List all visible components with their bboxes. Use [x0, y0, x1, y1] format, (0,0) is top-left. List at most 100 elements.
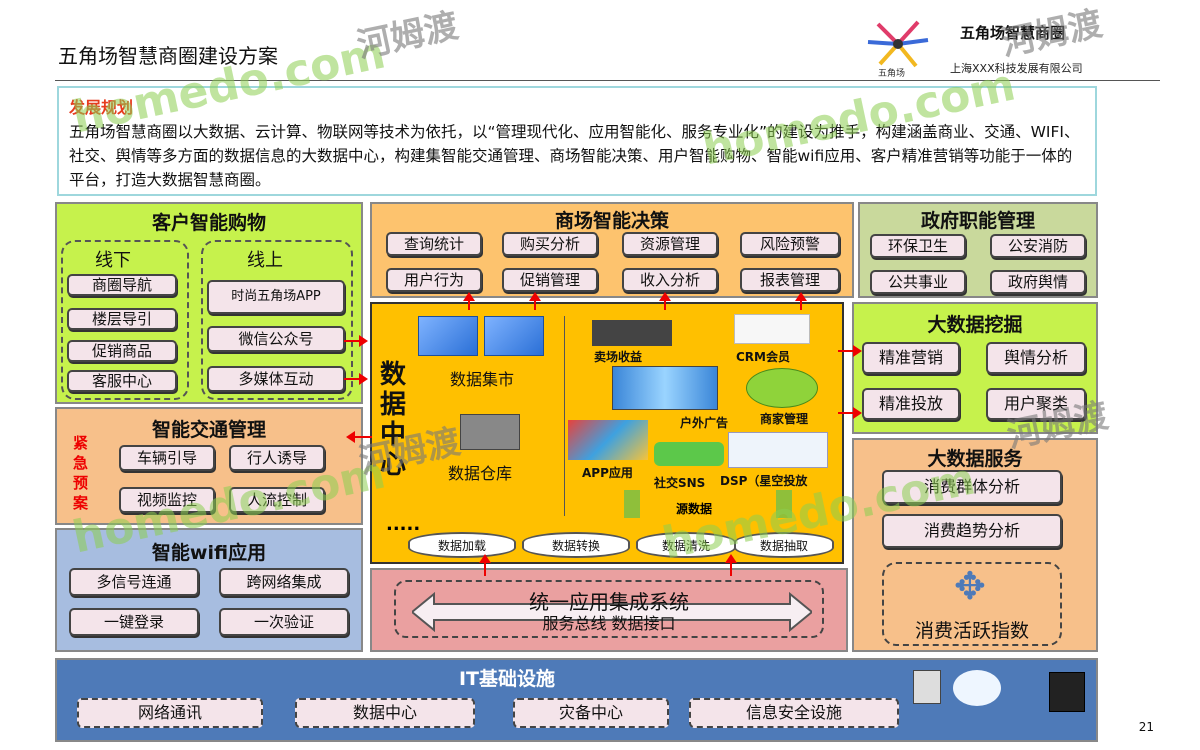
- cloud-icon: [953, 670, 1001, 706]
- server-icon: [913, 670, 941, 704]
- integration-frame: [394, 580, 824, 638]
- watermark: 河姆渡: [353, 5, 462, 67]
- emergency-plan-label: 紧急预案: [73, 434, 89, 512]
- sales-revenue-image: [592, 320, 672, 346]
- header-divider: [55, 80, 1160, 81]
- pipeline-stage: 数据抽取: [734, 532, 834, 558]
- data-mart-icon: [418, 316, 478, 356]
- data-service-panel: 大数据服务 消费群体分析 消费趋势分析 ✥ 消费活跃指数: [852, 438, 1098, 652]
- traffic-item[interactable]: 车辆引导: [119, 445, 215, 471]
- dsp-label: DSP（星空投放: [720, 474, 808, 488]
- mining-item[interactable]: 精准营销: [862, 342, 960, 374]
- arrow-right-icon: [838, 345, 862, 357]
- offline-item[interactable]: 促销商品: [67, 340, 177, 362]
- data-center-panel: 数据中心 数据集市 数据仓库 ..... 卖场收益 CRM会员 户外广告 商家管…: [370, 302, 844, 564]
- traffic-item[interactable]: 行人诱导: [229, 445, 325, 471]
- government-panel: 政府职能管理 环保卫生 公安消防 公共事业 政府舆情: [858, 202, 1098, 298]
- offline-item[interactable]: 商圈导航: [67, 274, 177, 296]
- gov-item[interactable]: 公共事业: [870, 270, 966, 294]
- app-icons: [568, 420, 648, 460]
- mining-item[interactable]: 舆情分析: [986, 342, 1086, 374]
- service-item[interactable]: 消费趋势分析: [882, 514, 1062, 548]
- mall-item[interactable]: 收入分析: [622, 268, 718, 292]
- online-item[interactable]: 多媒体互动: [207, 366, 345, 392]
- plan-body: 五角场智慧商圈以大数据、云计算、物联网等技术为依托，以“管理现代化、应用智能化、…: [69, 123, 1080, 189]
- storage-icon: [1049, 672, 1085, 712]
- online-item[interactable]: 时尚五角场APP: [207, 280, 345, 314]
- service-title: 大数据服务: [927, 448, 1023, 470]
- wifi-title: 智能wifi应用: [151, 542, 267, 564]
- traffic-panel: 智能交通管理 紧急预案 车辆引导 行人诱导 视频监控 人流控制: [55, 407, 363, 525]
- wifi-item[interactable]: 跨网络集成: [219, 568, 349, 596]
- pipeline-stage: 数据转换: [522, 532, 630, 558]
- crm-image: [734, 314, 810, 344]
- mall-item[interactable]: 促销管理: [502, 268, 598, 292]
- dsp-image: [728, 432, 828, 468]
- gov-item[interactable]: 政府舆情: [990, 270, 1086, 294]
- down-arrow-icon: [624, 490, 640, 518]
- arrow-right-icon: [838, 407, 862, 419]
- wifi-item[interactable]: 一键登录: [69, 608, 199, 636]
- mall-item[interactable]: 购买分析: [502, 232, 598, 256]
- crm-label: CRM会员: [736, 350, 790, 364]
- gov-item[interactable]: 环保卫生: [870, 234, 966, 258]
- activity-index-group: [882, 562, 1062, 646]
- brand-name: 五角场智慧商圈: [960, 24, 1066, 42]
- brand-logo: 五角场: [858, 14, 944, 79]
- outdoor-ad-image: [612, 366, 718, 410]
- wifi-panel: 智能wifi应用 多信号连通 跨网络集成 一键登录 一次验证: [55, 528, 363, 652]
- arrow-up-icon: [659, 292, 671, 310]
- mining-item[interactable]: 用户聚类: [986, 388, 1086, 420]
- service-item[interactable]: 消费群体分析: [882, 470, 1062, 504]
- mall-item[interactable]: 资源管理: [622, 232, 718, 256]
- offline-group: [61, 240, 189, 400]
- gov-item[interactable]: 公安消防: [990, 234, 1086, 258]
- data-mart-icon: [484, 316, 544, 356]
- sales-revenue-label: 卖场收益: [594, 350, 643, 364]
- arrow-up-icon: [463, 292, 475, 310]
- offline-item[interactable]: 楼层导引: [67, 308, 177, 330]
- wifi-item[interactable]: 一次验证: [219, 608, 349, 636]
- arrow-right-icon: [344, 373, 368, 385]
- it-item[interactable]: 数据中心: [295, 698, 475, 728]
- it-item[interactable]: 网络通讯: [77, 698, 263, 728]
- mall-item[interactable]: 用户行为: [386, 268, 482, 292]
- traffic-item[interactable]: 人流控制: [229, 487, 325, 513]
- source-data-label: 源数据: [676, 502, 713, 516]
- it-infrastructure-panel: IT基础设施 网络通讯 数据中心 灾备中心 信息安全设施: [55, 658, 1098, 742]
- mall-item[interactable]: 风险预警: [740, 232, 840, 256]
- company-name: 上海XXX科技发展有限公司: [950, 62, 1083, 75]
- development-plan: 发展规划 五角场智慧商圈以大数据、云计算、物联网等技术为依托，以“管理现代化、应…: [57, 86, 1097, 196]
- offline-title: 线下: [95, 250, 131, 271]
- gov-title: 政府职能管理: [920, 210, 1035, 232]
- integration-title: 统一应用集成系统: [529, 590, 689, 614]
- data-center-title: 数据中心: [380, 360, 407, 480]
- data-mart-label: 数据集市: [450, 370, 515, 389]
- data-warehouse-label: 数据仓库: [448, 464, 513, 483]
- outdoor-ad-label: 户外广告: [680, 416, 729, 430]
- integration-subtitle: 服务总线 数据接口: [542, 614, 676, 633]
- plan-heading: 发展规划: [69, 98, 134, 117]
- integration-panel: 统一应用集成系统 服务总线 数据接口: [370, 568, 848, 652]
- online-item[interactable]: 微信公众号: [207, 326, 345, 352]
- double-arrow-icon: [412, 591, 812, 633]
- mall-item[interactable]: 报表管理: [740, 268, 840, 292]
- mall-item[interactable]: 查询统计: [386, 232, 482, 256]
- mall-decision-panel: 商场智能决策 查询统计 购买分析 资源管理 风险预警 用户行为 促销管理 收入分…: [370, 202, 854, 298]
- it-item[interactable]: 灾备中心: [513, 698, 669, 728]
- traffic-item[interactable]: 视频监控: [119, 487, 215, 513]
- mining-title: 大数据挖掘: [927, 314, 1023, 336]
- data-warehouse-icon: [460, 414, 520, 450]
- traffic-title: 智能交通管理: [151, 419, 266, 441]
- sns-label: 社交SNS: [654, 476, 706, 490]
- pipeline-stage: 数据加载: [408, 532, 516, 558]
- four-way-arrow-icon: ✥: [954, 564, 986, 608]
- more-ellipsis: .....: [386, 514, 421, 535]
- customer-shopping-panel: 客户智能购物 线下 商圈导航 楼层导引 促销商品 客服中心 线上 时尚五角场AP…: [55, 202, 363, 404]
- wifi-item[interactable]: 多信号连通: [69, 568, 199, 596]
- it-item[interactable]: 信息安全设施: [689, 698, 899, 728]
- mining-item[interactable]: 精准投放: [862, 388, 960, 420]
- offline-item[interactable]: 客服中心: [67, 370, 177, 392]
- arrow-left-icon: [346, 431, 372, 443]
- arrow-up-icon: [479, 554, 491, 576]
